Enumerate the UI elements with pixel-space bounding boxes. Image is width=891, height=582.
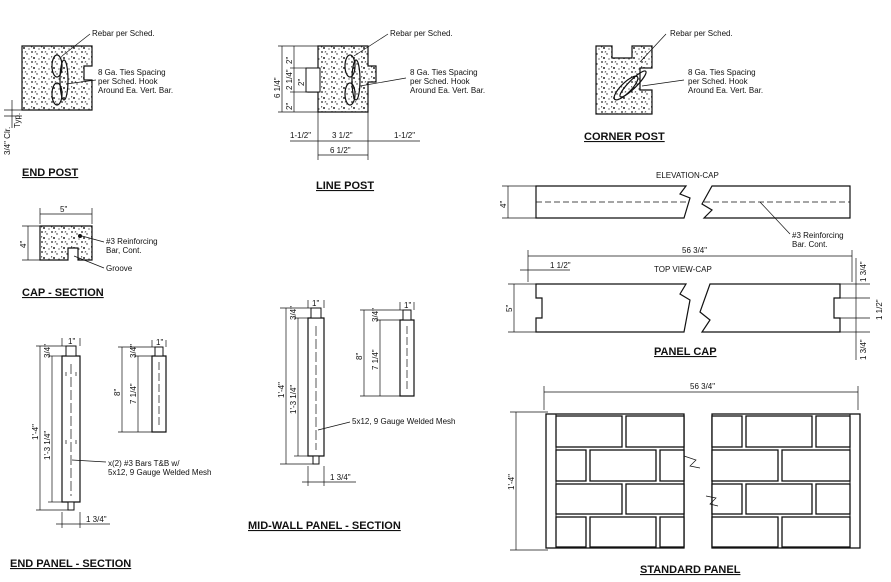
groove-dim: 2 1/4"	[285, 69, 294, 90]
cap-section-title: CAP - SECTION	[22, 287, 104, 299]
brick-courses-right	[711, 415, 851, 548]
panel-height-dim: 1'-4"	[507, 474, 516, 490]
mid-wall-panel-section-title: MID-WALL PANEL - SECTION	[248, 520, 401, 532]
standard-panel-title: STANDARD PANEL	[640, 564, 741, 576]
cap-length-dim: 56 3/4"	[682, 246, 707, 255]
end-post-rebar	[51, 54, 69, 106]
mesh-note: 5x12, 9 Gauge Welded Mesh	[352, 417, 455, 426]
leader-line	[61, 33, 91, 57]
tongue-width-dim: 1"	[312, 299, 319, 308]
end-panel-section-detail: 1'-4" 1'-3 1/4" 3/4" 1" 8" 7 1/4" 3/4" 1…	[10, 337, 211, 570]
ties-note-3: Around Ea. Vert. Bar.	[688, 86, 763, 95]
rebar-note: Rebar per Sched.	[92, 29, 155, 38]
tongue-height-dim: 3/4"	[289, 306, 298, 320]
bottom-edge-dim: 1 3/4"	[859, 339, 868, 360]
web-dim: 3 1/2"	[332, 131, 353, 140]
cap-width-dim: 5"	[505, 305, 514, 312]
tongue-height-dim: 3/4"	[43, 344, 52, 358]
end-post-title: END POST	[22, 167, 79, 179]
rebar-note: Rebar per Sched.	[390, 29, 453, 38]
short-panel-height-dim: 8"	[355, 353, 364, 360]
panel-cap-title: PANEL CAP	[654, 346, 717, 358]
tongue-width-dim: 1"	[68, 337, 75, 346]
typ-dim: Typ.	[13, 113, 22, 128]
end-notch-dim: 1 1/2"	[550, 261, 571, 270]
elevation-cap-label: ELEVATION-CAP	[656, 171, 719, 180]
short-panel-height-dim: 8"	[113, 389, 122, 396]
brick-courses-left	[555, 415, 685, 548]
corner-post-rebar	[613, 70, 647, 101]
panel-height-dim: 1'-4"	[277, 382, 286, 398]
left-flange-dim: 1-1/2"	[290, 131, 311, 140]
tongue-dim: 1 1/2"	[875, 299, 884, 320]
cap-section-detail: 5" 4" #3 Reinforcing Bar, Cont. Groove C…	[19, 205, 158, 299]
bars-note-1: x(2) #3 Bars T&B w/	[108, 459, 180, 468]
panel-net-height-dim: 1'-3 1/4"	[289, 385, 298, 414]
corner-post-title: CORNER POST	[584, 131, 665, 143]
reinforcing-note-2: Bar. Cont.	[792, 240, 828, 249]
ties-note-2: per Sched. Hook	[688, 77, 749, 86]
ties-note-1: 8 Ga. Ties Spacing	[410, 68, 478, 77]
right-flange-dim: 1-1/2"	[394, 131, 415, 140]
end-post-detail: Rebar per Sched. 8 Ga. Ties Spacing per …	[3, 29, 173, 179]
panel-length-dim: 56 3/4"	[690, 382, 715, 391]
overall-width-dim: 6 1/2"	[330, 146, 351, 155]
short-tongue-height-dim: 3/4"	[129, 344, 138, 358]
top-view-cap-detail: 56 3/4" 1 1/2" TOP VIEW-CAP 5" 1 3/4" 1 …	[505, 246, 884, 360]
cap-width-dim: 5"	[60, 205, 67, 214]
bottom-dim: 2"	[285, 103, 294, 110]
ties-note-3: Around Ea. Vert. Bar.	[98, 86, 173, 95]
reinforcing-note-2: Bar, Cont.	[106, 246, 142, 255]
corner-post-detail: Rebar per Sched. 8 Ga. Ties Spacing per …	[584, 29, 763, 143]
panel-thickness-dim: 1 3/4"	[86, 515, 107, 524]
ties-note-1: 8 Ga. Ties Spacing	[98, 68, 166, 77]
line-post-detail: Rebar per Sched. 8 Ga. Ties Spacing per …	[273, 29, 485, 192]
standard-panel-detail: 56 3/4" 1'-4"	[507, 382, 861, 576]
elevation-height-dim: 4"	[499, 201, 508, 208]
line-post-rebar	[344, 54, 361, 106]
elevation-cap-detail: ELEVATION-CAP 4" #3 Reinforcing Bar. Con…	[499, 171, 851, 249]
panel-thickness-dim: 1 3/4"	[330, 473, 351, 482]
top-dim: 2"	[285, 57, 294, 64]
cap-section-shape	[39, 225, 93, 261]
short-tongue-width-dim: 1"	[156, 338, 163, 347]
reinforcing-note-1: #3 Reinforcing	[792, 231, 844, 240]
top-edge-dim: 1 3/4"	[859, 261, 868, 282]
short-tongue-width-dim: 1"	[404, 301, 411, 310]
end-post-section	[21, 45, 93, 111]
line-post-title: LINE POST	[316, 180, 374, 192]
short-tongue-height-dim: 3/4"	[371, 308, 380, 322]
height-dim: 6 1/4"	[273, 77, 282, 98]
cap-height-dim: 4"	[19, 241, 28, 248]
panel-net-height-dim: 1'-3 1/4"	[43, 431, 52, 460]
clear-cover-dim: 3/4" Clr.	[3, 127, 12, 155]
mid-wall-panel-section-detail: 1'-4" 1'-3 1/4" 3/4" 1" 8" 7 1/4" 3/4" 1…	[248, 299, 455, 532]
short-panel-net-height-dim: 7 1/4"	[129, 383, 138, 404]
reinforcing-note-1: #3 Reinforcing	[106, 237, 158, 246]
leader-line	[65, 79, 97, 85]
ties-note-1: 8 Ga. Ties Spacing	[688, 68, 756, 77]
top-view-cap-label: TOP VIEW-CAP	[654, 265, 712, 274]
corner-post-section	[595, 45, 653, 115]
groove-depth-dim: 2"	[297, 79, 306, 86]
ties-note-2: per Sched. Hook	[98, 77, 159, 86]
ties-note-2: per Sched. Hook	[410, 77, 471, 86]
panel-height-dim: 1'-4"	[31, 424, 40, 440]
ties-note-3: Around Ea. Vert. Bar.	[410, 86, 485, 95]
short-panel-net-height-dim: 7 1/4"	[371, 349, 380, 370]
bars-note-2: 5x12, 9 Gauge Welded Mesh	[108, 468, 211, 477]
groove-note: Groove	[106, 264, 133, 273]
rebar-note: Rebar per Sched.	[670, 29, 733, 38]
end-panel-section-title: END PANEL - SECTION	[10, 558, 131, 570]
